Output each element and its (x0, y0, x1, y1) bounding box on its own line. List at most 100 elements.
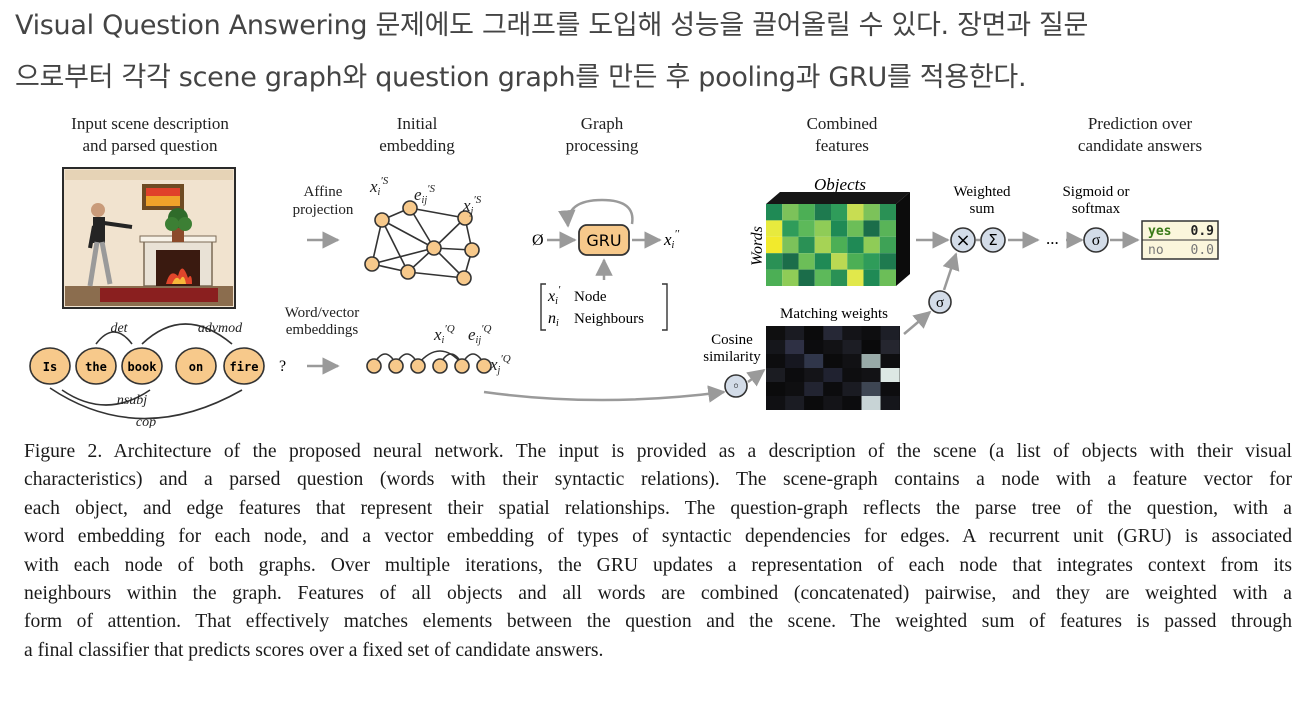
question-node (366, 358, 382, 374)
dep-nsubj-label: nsubj (117, 393, 147, 408)
intro-line-1: Visual Question Answering 문제에도 그래프를 도입해 … (15, 10, 1089, 41)
scene-node (400, 264, 416, 280)
matching-cell (861, 396, 881, 410)
feature-cell (798, 220, 815, 237)
matching-cell (804, 340, 824, 354)
matching-cell (880, 368, 900, 382)
gru-box (578, 224, 630, 256)
feature-cell (814, 269, 831, 286)
answer-no: no (1148, 243, 1164, 258)
matching-cell (861, 368, 881, 382)
feature-cell (814, 204, 831, 221)
feature-cell (847, 204, 864, 221)
caption-line: form of attention. That effectively matc… (24, 611, 1292, 633)
feature-cell (782, 220, 799, 237)
caption-line: with each node of both graphs. Over mult… (24, 554, 1292, 576)
combined-features-block (766, 192, 910, 286)
sum-circle (980, 227, 1006, 253)
dependency-arcs (49, 323, 243, 420)
feature-cell (879, 204, 896, 221)
cosine-label-line1: Cosine (711, 332, 753, 348)
feature-cell (879, 269, 896, 286)
architecture-figure: Input scene description and parsed quest… (29, 114, 1219, 428)
arrow-cosine-to-matching (746, 368, 766, 387)
wordvec-label-line2: embeddings (286, 322, 359, 338)
matching-cell (823, 326, 843, 340)
matching-cell (785, 326, 805, 340)
answer-yes: yes (1148, 224, 1171, 239)
matching-cell (766, 396, 786, 410)
matching-cell (880, 354, 900, 368)
intro-text: Visual Question Answering 문제에도 그래프를 도입해 … (15, 0, 1305, 104)
matching-cell (785, 368, 805, 382)
matching-cell (842, 396, 862, 410)
matching-cell (785, 382, 805, 396)
header-input-line2: and parsed question (82, 136, 218, 155)
matching-cell (804, 326, 824, 340)
sum-symbol: Σ (988, 231, 997, 249)
scene-node (426, 240, 442, 256)
question-word-label: on (189, 360, 203, 374)
header-graph-line1: Graph (581, 114, 624, 133)
question-word-label: Is (43, 360, 57, 374)
feature-cell (847, 220, 864, 237)
matching-cell (842, 340, 862, 354)
feature-cell (782, 236, 799, 254)
matching-cell (823, 340, 843, 354)
question-word-node (175, 347, 217, 385)
question-word-node (29, 347, 71, 385)
caption-line: a final classifier that predicts scores … (24, 639, 604, 661)
feature-cell (847, 269, 864, 286)
matching-cell (823, 354, 843, 368)
gru-inputs-bracket: xi′ Node ni Neighbours (540, 283, 668, 331)
scene-graph-nodes (364, 200, 480, 286)
question-node (454, 358, 470, 374)
neighbours-label: Neighbours (574, 311, 644, 327)
question-word-node (75, 347, 117, 385)
dep-advmod-label: advmod (198, 321, 243, 336)
matching-cell (766, 368, 786, 382)
times-circle (950, 227, 976, 253)
sigma-output-symbol: σ (1092, 232, 1101, 249)
header-embed-line1: Initial (397, 114, 438, 133)
header-prediction-line2: candidate answers (1078, 136, 1202, 155)
feature-cell (814, 236, 831, 254)
feature-cell (814, 253, 831, 270)
matching-cell (861, 382, 881, 396)
matching-cell (766, 354, 786, 368)
question-word-node (223, 347, 265, 385)
matching-cell (766, 326, 786, 340)
matching-cell (823, 382, 843, 396)
header-input-line1: Input scene description (71, 114, 229, 133)
feature-cell (782, 253, 799, 270)
feature-cell (798, 269, 815, 286)
caption-line: word embedding for each node, and a vect… (24, 526, 1292, 548)
feature-cell (831, 220, 848, 237)
matching-weights-label: Matching weights (780, 306, 888, 322)
header-graph-line2: processing (566, 136, 639, 155)
feature-cell (863, 220, 880, 237)
feature-cell (766, 269, 783, 286)
question-node (388, 358, 404, 374)
question-node (476, 358, 492, 374)
gru-label: GRU (586, 231, 621, 250)
matching-cell (842, 326, 862, 340)
header-embed-line2: embedding (379, 136, 455, 155)
figure-caption: Figure 2. Architecture of the proposed n… (24, 438, 1292, 665)
sigmoid-label-line1: Sigmoid or (1062, 184, 1129, 200)
feature-cell (831, 236, 848, 254)
scene-node (464, 242, 480, 258)
sigma-circle-attention (928, 290, 952, 314)
dep-cop-label: cop (136, 415, 156, 428)
scene-eij-symbol: eij′S (414, 183, 436, 206)
feature-cell (879, 253, 896, 270)
arrow-question-to-cosine (483, 385, 726, 403)
arrow-matching-to-sigma (903, 310, 932, 335)
cosine-symbol: ◦ (732, 379, 740, 395)
scene-node (364, 256, 380, 272)
feature-cell (863, 204, 880, 221)
feature-cell (831, 204, 848, 221)
feature-cell (831, 253, 848, 270)
matching-cell (804, 368, 824, 382)
matching-cell (861, 354, 881, 368)
